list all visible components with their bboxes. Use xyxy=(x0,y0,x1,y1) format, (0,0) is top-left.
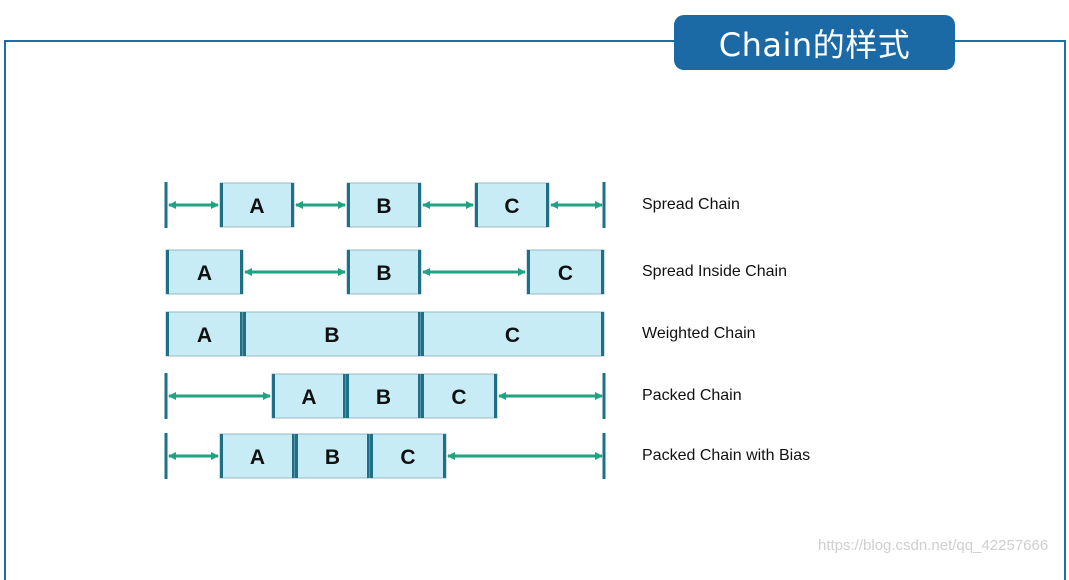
row2-box-b xyxy=(346,249,422,295)
row3-box-a-label: A xyxy=(197,324,212,347)
row5-box-b-label: B xyxy=(325,446,340,469)
frame-top-line-left xyxy=(4,40,676,42)
row3-chain-style-label: Weighted Chain xyxy=(642,325,756,342)
row2-box-a xyxy=(165,249,244,295)
row1-box-b-label: B xyxy=(376,195,391,218)
row3-box-c xyxy=(420,311,605,357)
row2-chain-style-label: Spread Inside Chain xyxy=(642,263,787,280)
row1-box-b xyxy=(346,182,422,228)
frame-top-line-right xyxy=(954,40,1066,42)
slide-frame xyxy=(4,40,1066,580)
row3-box-a xyxy=(165,311,244,357)
row5-box-c-label: C xyxy=(400,446,415,469)
row1-box-a-label: A xyxy=(249,195,264,218)
row4-box-c xyxy=(420,373,498,419)
row2-box-c xyxy=(526,249,605,295)
row3-box-b-label: B xyxy=(324,324,339,347)
slide-title: Chain的样式 xyxy=(674,15,955,70)
row1-box-c-label: C xyxy=(504,195,519,218)
row2-box-a-label: A xyxy=(197,262,212,285)
watermark: https://blog.csdn.net/qq_42257666 xyxy=(818,537,1049,554)
row4-box-a-label: A xyxy=(301,386,316,409)
row5-chain-style-label: Packed Chain with Bias xyxy=(642,447,810,464)
row3-box-c-label: C xyxy=(505,324,520,347)
row4-box-c-label: C xyxy=(451,386,466,409)
row5-box-b xyxy=(294,433,371,479)
row5-box-a-label: A xyxy=(250,446,265,469)
row4-chain-style-label: Packed Chain xyxy=(642,387,742,404)
row4-box-a xyxy=(271,373,347,419)
row1-chain-style-label: Spread Chain xyxy=(642,196,740,213)
row1-box-c xyxy=(474,182,550,228)
row2-box-b-label: B xyxy=(376,262,391,285)
row3-box-b xyxy=(242,311,422,357)
row4-box-b-label: B xyxy=(376,386,391,409)
row2-box-c-label: C xyxy=(558,262,573,285)
